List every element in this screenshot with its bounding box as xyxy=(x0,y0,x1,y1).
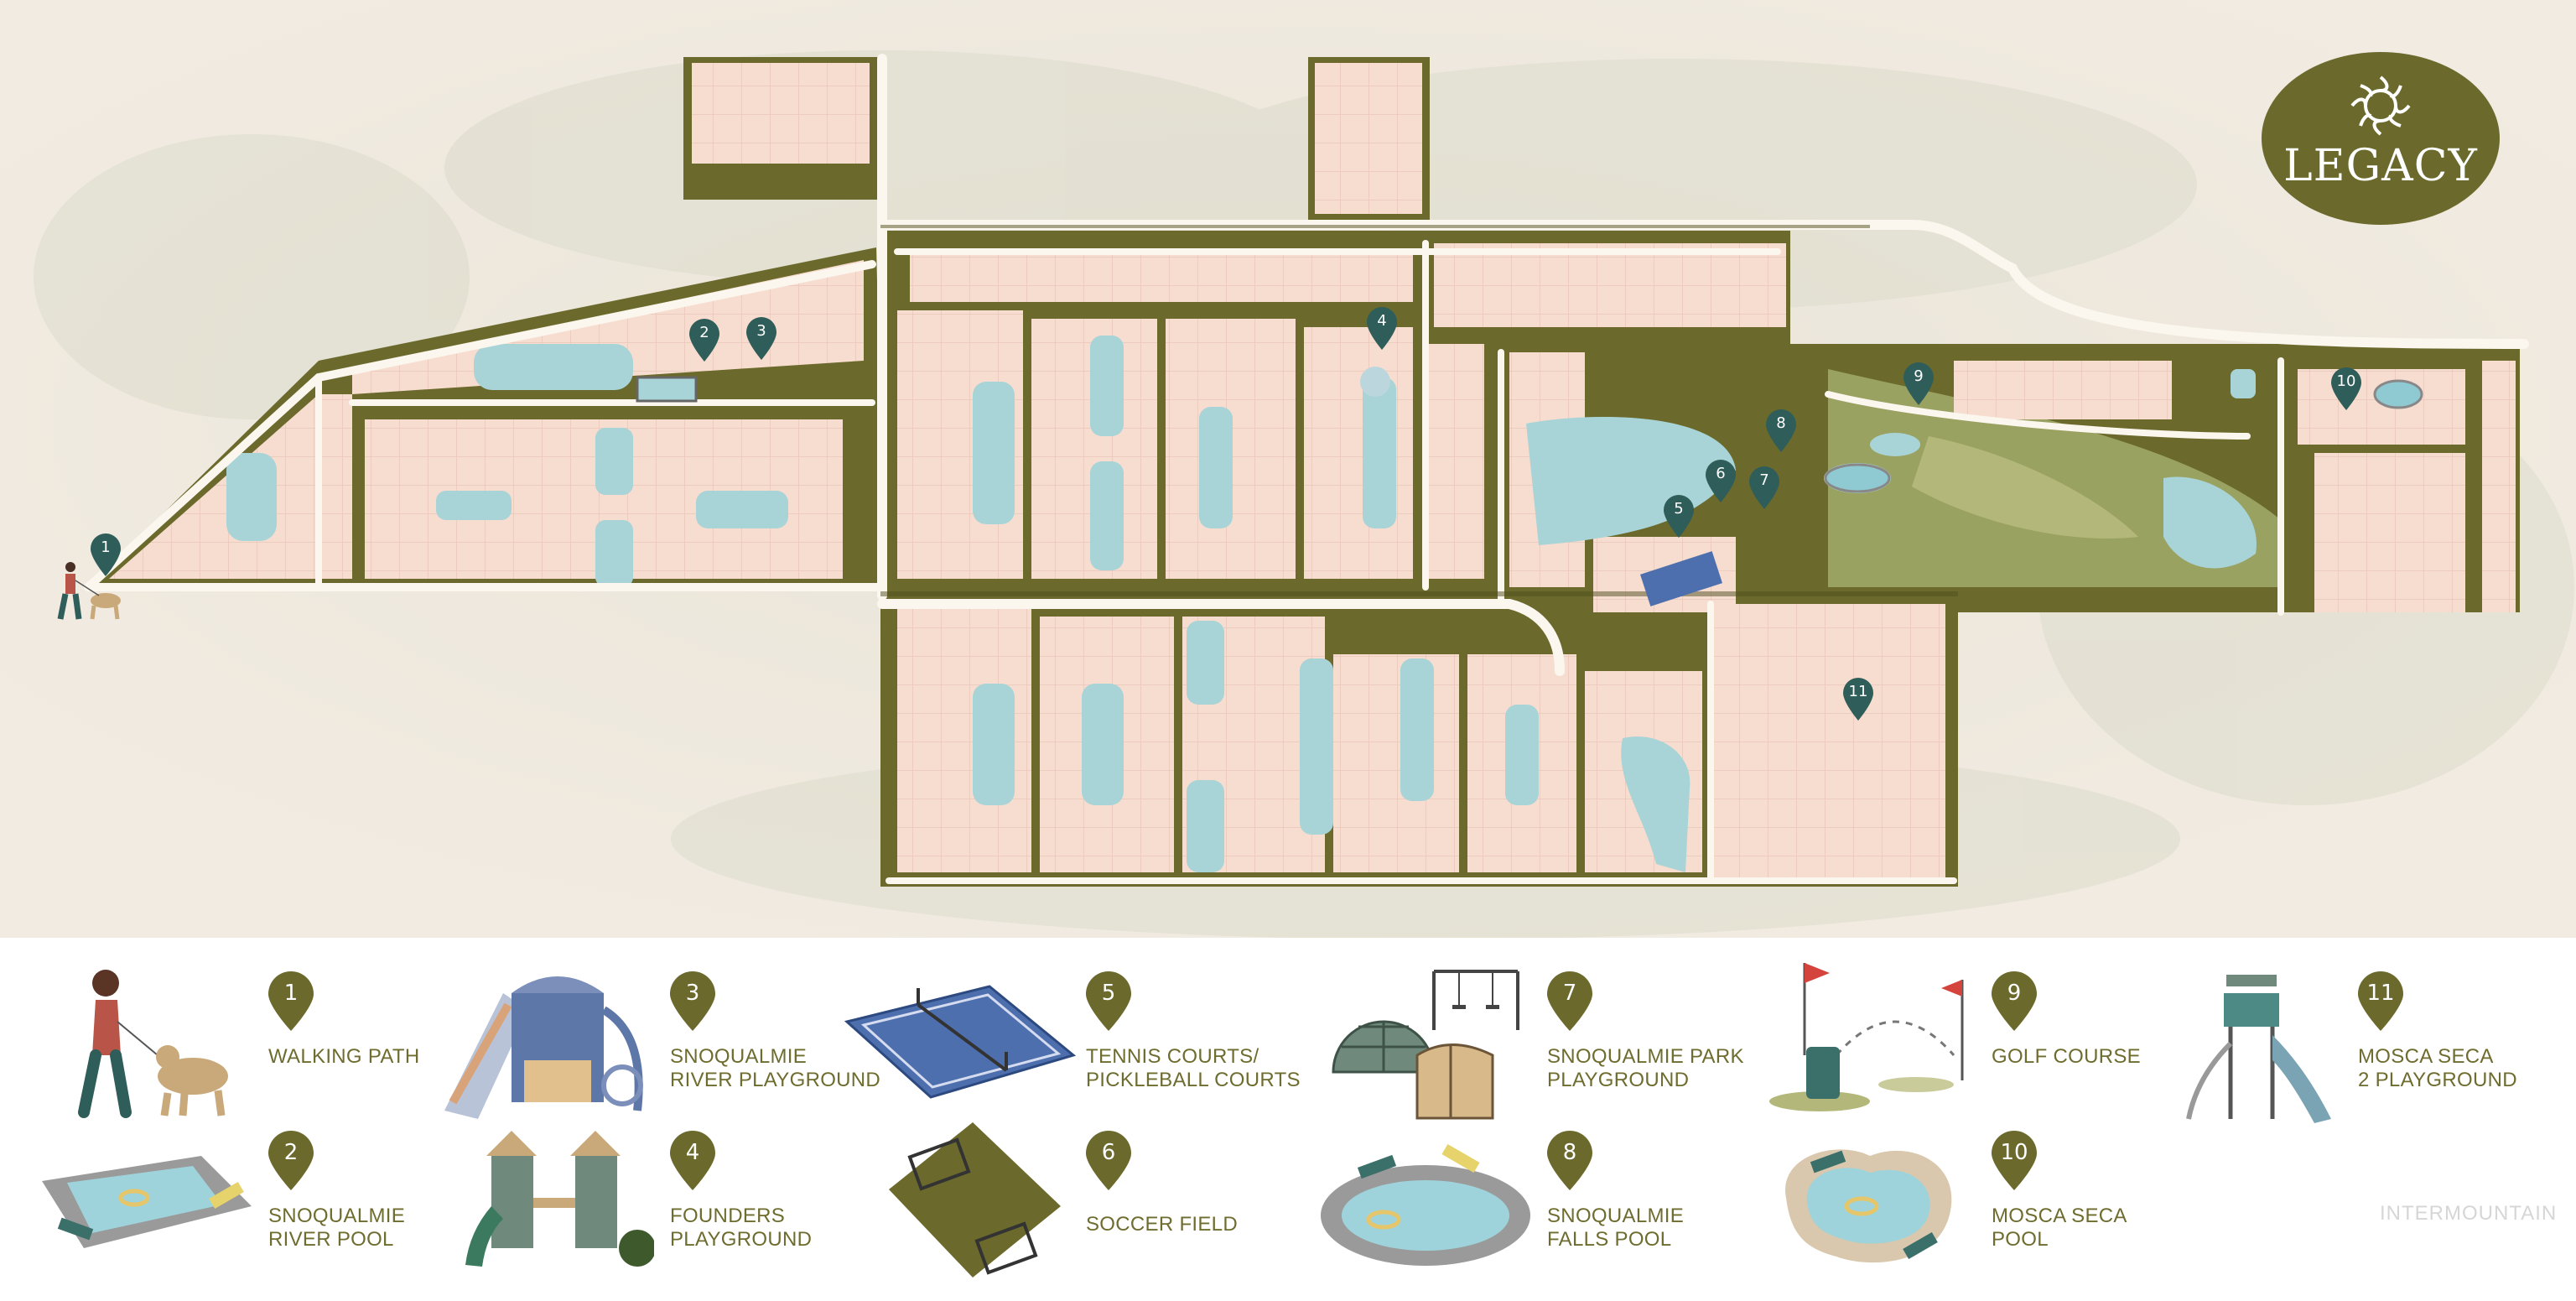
tennis-court-icon xyxy=(844,985,1077,1099)
legend-pin-7: 7 xyxy=(1545,971,1594,1032)
legend-label-4: FOUNDERS xyxy=(670,1205,786,1227)
slide-tower-icon xyxy=(2186,975,2331,1123)
legend-pin-11: 11 xyxy=(2356,971,2405,1032)
map-pin-4[interactable]: 4 xyxy=(1365,307,1399,351)
legend-label-6: SOCCER FIELD xyxy=(1086,1213,1238,1236)
walker-icon xyxy=(78,970,228,1118)
pool-oval-icon xyxy=(1321,1143,1530,1266)
pool-icon xyxy=(42,1156,252,1248)
map-pin-11[interactable]: 11 xyxy=(1841,678,1875,721)
community-map: 1 2 3 4 5 6 7 8 9 10 11 LEGACY xyxy=(0,0,2576,939)
map-pin-10[interactable]: 10 xyxy=(2329,367,2363,411)
walker-dog-icon xyxy=(57,562,121,620)
playground-tower-icon xyxy=(465,1131,654,1267)
legend-label-9: GOLF COURSE xyxy=(1992,1045,2141,1068)
legacy-logo: LEGACY xyxy=(2261,50,2501,226)
legend-pin-5: 5 xyxy=(1084,971,1133,1032)
map-illustration xyxy=(0,0,2576,939)
map-pin-5[interactable]: 5 xyxy=(1662,495,1696,539)
map-pin-7[interactable]: 7 xyxy=(1748,466,1781,510)
legend-pin-8: 8 xyxy=(1545,1131,1594,1191)
legend-label-1: WALKING PATH xyxy=(268,1045,420,1068)
legend-label-3: SNOQUALMIE xyxy=(670,1045,808,1068)
legend-label-11: MOSCA SECA xyxy=(2358,1045,2494,1068)
legend-pin-9: 9 xyxy=(1990,971,2038,1032)
legend-label-7: SNOQUALMIE PARK xyxy=(1547,1045,1744,1068)
soccer-field-icon xyxy=(889,1122,1061,1278)
map-pin-6[interactable]: 6 xyxy=(1704,460,1737,503)
golf-icon xyxy=(1769,963,1964,1111)
map-pin-8[interactable]: 8 xyxy=(1764,409,1798,453)
map-pin-2[interactable]: 2 xyxy=(688,319,721,362)
dome-swing-icon xyxy=(1332,970,1519,1120)
watermark: INTERMOUNTAIN xyxy=(2380,1202,2558,1225)
pool-kidney-icon xyxy=(1785,1149,1952,1263)
legend-pin-10: 10 xyxy=(1990,1131,2038,1191)
legend-pin-4: 4 xyxy=(668,1131,717,1191)
legend-label-8: SNOQUALMIE xyxy=(1547,1205,1685,1227)
logo-text: LEGACY xyxy=(2283,141,2478,191)
legend-pin-2: 2 xyxy=(267,1131,315,1191)
legend-pin-1: 1 xyxy=(267,971,315,1032)
playground-icon xyxy=(444,976,643,1119)
legend-pin-3: 3 xyxy=(668,971,717,1032)
map-pin-1[interactable]: 1 xyxy=(89,533,122,577)
legend-label-10: MOSCA SECA xyxy=(1992,1205,2127,1227)
legend-label-2: SNOQUALMIE xyxy=(268,1205,406,1227)
map-pin-3[interactable]: 3 xyxy=(745,317,778,361)
legend-label-5: TENNIS COURTS/ xyxy=(1086,1045,1259,1068)
map-pin-9[interactable]: 9 xyxy=(1902,362,1935,406)
legend-pin-6: 6 xyxy=(1084,1131,1133,1191)
